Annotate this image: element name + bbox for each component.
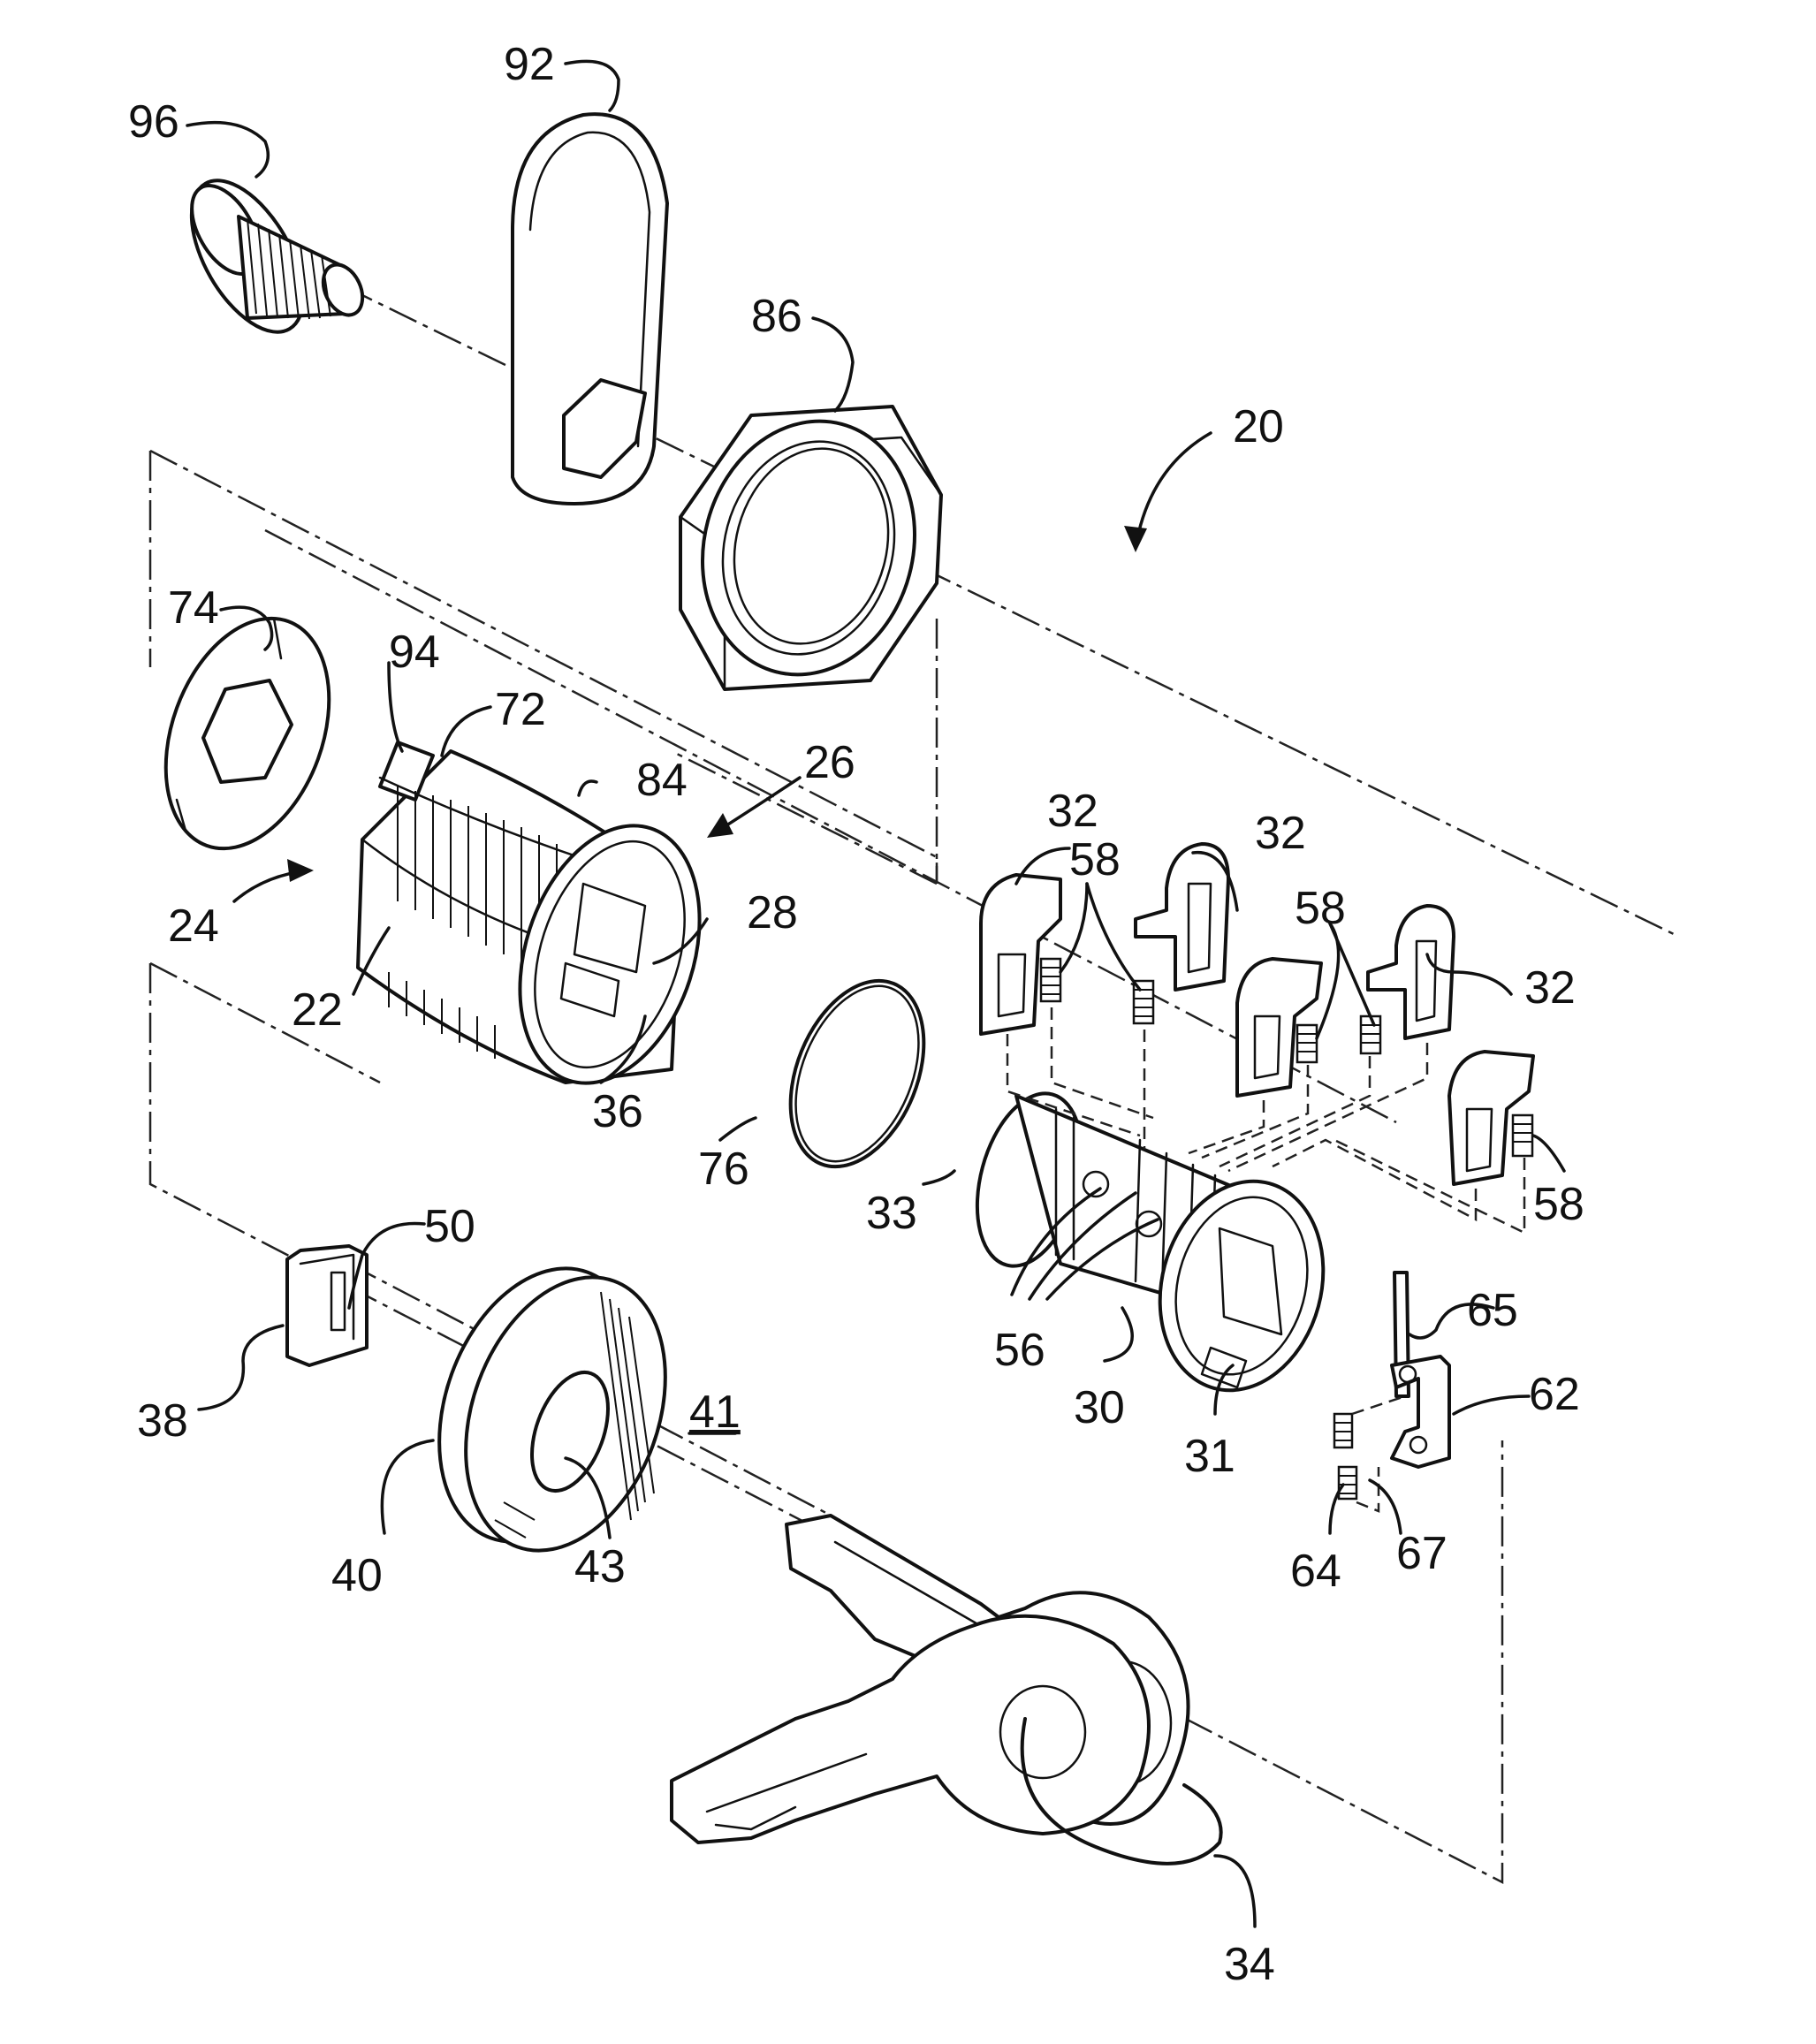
label-32-a: 32	[1047, 786, 1098, 837]
wafer-2	[1136, 844, 1228, 990]
pin-bracket-group	[1334, 1273, 1449, 1511]
label-30: 30	[1074, 1382, 1125, 1433]
label-24: 24	[168, 900, 219, 952]
keys-34	[672, 1516, 1221, 1864]
label-36: 36	[592, 1086, 643, 1137]
label-58-a: 58	[1069, 834, 1121, 885]
label-33: 33	[866, 1188, 917, 1239]
label-40: 40	[331, 1550, 383, 1601]
label-31: 31	[1184, 1431, 1235, 1482]
label-64: 64	[1290, 1546, 1341, 1597]
cam-tongue-92	[513, 114, 667, 504]
label-58-b: 58	[1295, 883, 1346, 934]
wafer-1	[981, 875, 1060, 1034]
label-43: 43	[574, 1541, 626, 1592]
label-94: 94	[389, 627, 440, 678]
label-58-c: 58	[1533, 1179, 1584, 1230]
label-72: 72	[495, 684, 546, 735]
label-96: 96	[128, 96, 179, 148]
label-32-c: 32	[1524, 962, 1576, 1014]
label-76: 76	[698, 1144, 749, 1195]
o-ring-76	[765, 961, 950, 1187]
label-20: 20	[1233, 401, 1284, 452]
retaining-washer-74	[136, 596, 359, 871]
label-67: 67	[1396, 1528, 1447, 1579]
label-41: 41	[689, 1387, 741, 1438]
label-38: 38	[137, 1395, 188, 1447]
label-86: 86	[751, 291, 802, 342]
label-50: 50	[424, 1201, 475, 1252]
threaded-stud-96	[169, 163, 370, 351]
label-32-b: 32	[1255, 808, 1306, 859]
label-56: 56	[994, 1325, 1045, 1376]
hex-nut-86	[674, 397, 942, 698]
label-65: 65	[1467, 1285, 1518, 1336]
label-26: 26	[804, 737, 855, 788]
label-62: 62	[1529, 1369, 1580, 1420]
label-74: 74	[168, 582, 219, 634]
face-cap-40	[404, 1241, 702, 1579]
label-22: 22	[292, 984, 343, 1036]
label-92: 92	[504, 39, 555, 90]
label-34: 34	[1224, 1939, 1275, 1990]
label-28: 28	[747, 887, 798, 938]
label-84: 84	[636, 755, 688, 806]
slide-38	[287, 1246, 367, 1365]
